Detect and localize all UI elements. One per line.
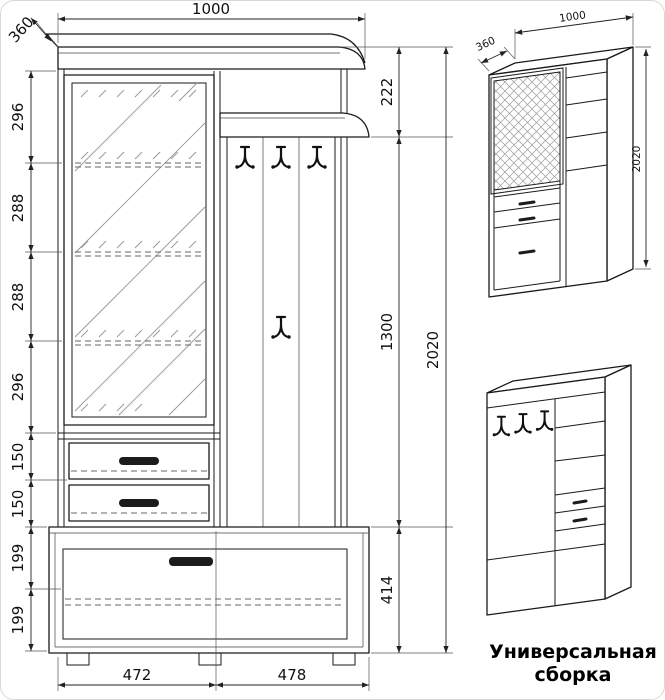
- coat-hook-icon: [270, 145, 292, 170]
- iso-view-variant: [486, 364, 632, 616]
- iso-drawer-handles: [518, 200, 536, 255]
- foot: [198, 652, 222, 666]
- iso-dim-width-label: 1000: [559, 9, 587, 25]
- dim-left-label: 199: [9, 606, 27, 635]
- caption-line-2: сборка: [535, 664, 612, 686]
- iso-mirror: [493, 71, 561, 191]
- caption-line-1: Универсальная: [489, 641, 657, 663]
- shelf-hatch-marks: [80, 89, 197, 412]
- dim-top-width: 1000: [57, 1, 366, 59]
- drawer-2: [68, 484, 210, 522]
- coat-hook-icon: [270, 315, 292, 340]
- dim-bottom-label: 472: [123, 666, 152, 684]
- iso-dim-width: 1000: [514, 9, 634, 59]
- dim-top-depth: 360: [5, 13, 59, 48]
- foot: [66, 652, 90, 666]
- dim-bottom-label: 478: [278, 666, 307, 684]
- drawer-1-handle: [119, 457, 159, 465]
- side-panels: [57, 69, 348, 527]
- dim-left-label: 288: [9, 194, 27, 223]
- drawer-2-handle: [119, 499, 159, 507]
- base-cabinet: [48, 526, 370, 666]
- dim-bottom-chain: 472 478: [57, 531, 370, 691]
- dim-left-label: 150: [9, 490, 27, 519]
- hook-shelf: [219, 112, 370, 138]
- dim-left-label: 150: [9, 443, 27, 472]
- coat-hook-icon: [234, 145, 256, 170]
- assembly-caption: Универсальная сборка: [489, 641, 657, 686]
- dim-left-label: 296: [9, 103, 27, 132]
- dim-right-label: 222: [378, 78, 396, 107]
- iso-view-assembled: 360 1000 2020: [474, 9, 651, 298]
- coat-hook-panel: [219, 112, 370, 527]
- dim-left-label: 199: [9, 544, 27, 573]
- coat-hook-icon: [306, 145, 328, 170]
- dim-top-width-label: 1000: [192, 1, 230, 18]
- iso-dim-height-label: 2020: [631, 146, 643, 173]
- dim-left-label: 288: [9, 283, 27, 312]
- cabinet-door-handle: [169, 557, 213, 566]
- iso-drawer-handles: [572, 499, 588, 523]
- iso-dim-height: 2020: [631, 46, 651, 270]
- front-view: 1000 360 296 288 288 296 150 150 199 199: [5, 1, 453, 691]
- dim-top-depth-label: 360: [5, 13, 38, 46]
- dim-total-height-label: 2020: [424, 331, 442, 369]
- drawer-1: [68, 442, 210, 480]
- cabinet-door: [62, 548, 348, 640]
- mirror-door: [63, 74, 215, 426]
- drawer-unit: [58, 432, 220, 522]
- foot: [332, 652, 356, 666]
- iso-dim-depth-label: 360: [474, 35, 497, 54]
- dim-right-label: 1300: [378, 313, 396, 351]
- dim-right-chain: 222 1300 414 2020: [341, 46, 453, 654]
- canopy-shelf: [45, 33, 366, 70]
- dim-left-label: 296: [9, 373, 27, 402]
- dim-right-label: 414: [378, 576, 396, 605]
- dim-left-chain: 296 288 288 296 150 150 199 199: [9, 70, 67, 652]
